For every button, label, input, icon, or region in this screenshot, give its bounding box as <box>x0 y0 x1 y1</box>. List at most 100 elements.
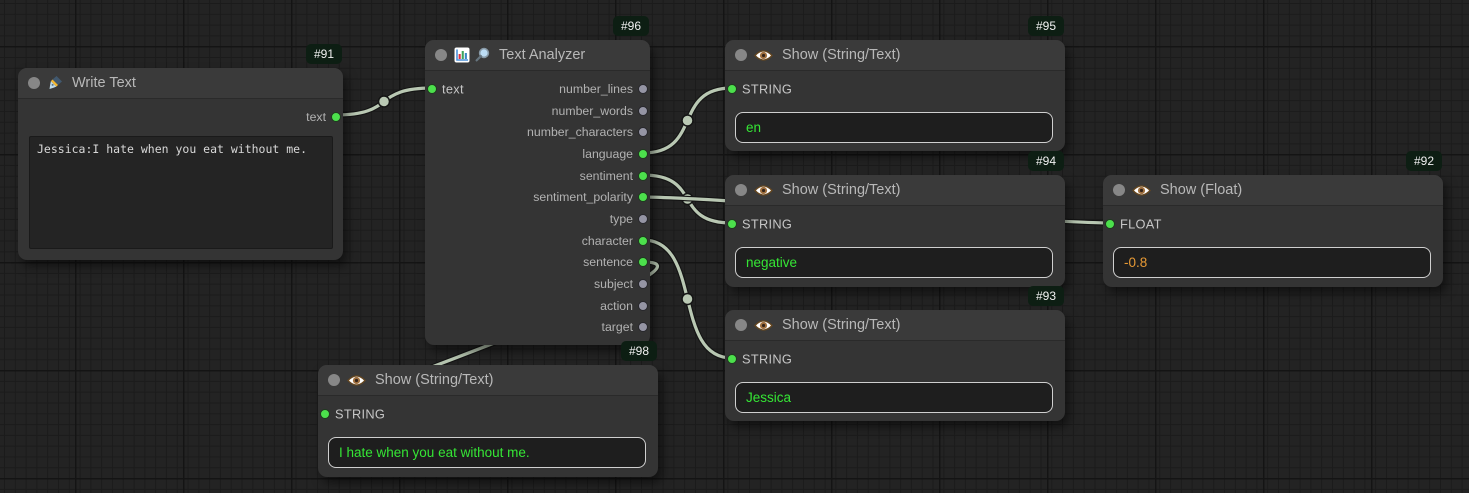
chart-icon <box>454 47 470 63</box>
input-port[interactable] <box>727 353 737 364</box>
value-display: I hate when you eat without me. <box>328 436 646 468</box>
pen-icon <box>47 75 63 91</box>
collapse-dot-icon[interactable] <box>328 374 340 386</box>
output-label: sentence <box>583 255 633 270</box>
port-row: character <box>425 230 650 252</box>
output-label: character <box>581 233 633 248</box>
output-port[interactable] <box>638 235 648 246</box>
node-rows: text <box>18 99 343 128</box>
node-header[interactable]: Show (String/Text) <box>725 40 1065 71</box>
output-label: number_lines <box>559 81 633 96</box>
port-row: text <box>18 106 343 128</box>
output-port[interactable] <box>638 127 648 138</box>
input-port[interactable] <box>1105 218 1115 229</box>
output-label: language <box>582 146 633 161</box>
output-label: type <box>609 211 633 226</box>
output-port[interactable] <box>638 105 648 116</box>
input-port[interactable] <box>727 83 737 94</box>
node-rows: STRING <box>725 206 1065 235</box>
port-row: sentiment_polarity <box>425 186 650 208</box>
collapse-dot-icon[interactable] <box>735 319 747 331</box>
output-port[interactable] <box>638 300 648 311</box>
text-input[interactable]: Jessica:I hate when you eat without me. <box>29 135 333 249</box>
node-id-badge: #98 <box>620 341 657 361</box>
port-row: type <box>425 208 650 230</box>
magnifier-icon <box>475 47 490 63</box>
value-display: Jessica <box>735 381 1053 413</box>
output-label: sentiment <box>579 168 633 183</box>
node-id-badge: #92 <box>1405 151 1442 171</box>
port-row: target <box>425 317 650 339</box>
value-text: I hate when you eat without me. <box>339 444 530 460</box>
output-label: text <box>306 109 326 124</box>
node-header[interactable]: Show (Float) <box>1103 175 1443 206</box>
node-rows: STRING <box>725 341 1065 370</box>
value-display: en <box>735 111 1053 143</box>
wire-midpoint-dot <box>377 95 391 108</box>
node-header[interactable]: Write Text <box>18 68 343 99</box>
node-rows: text number_lines number_words number_chara… <box>425 71 650 338</box>
port-row: sentiment <box>425 165 650 187</box>
output-port[interactable] <box>331 111 341 122</box>
output-label: action <box>600 298 633 313</box>
output-port[interactable] <box>638 170 648 181</box>
output-port[interactable] <box>638 213 648 224</box>
output-port[interactable] <box>638 257 648 268</box>
port-row: FLOAT <box>1103 213 1443 235</box>
node-title: Show (String/Text) <box>782 182 901 198</box>
node-title: Show (Float) <box>1160 182 1243 198</box>
eye-icon <box>754 184 773 197</box>
value-text: negative <box>746 254 798 270</box>
collapse-dot-icon[interactable] <box>735 184 747 196</box>
output-port[interactable] <box>638 83 648 94</box>
node-title: Show (String/Text) <box>782 47 901 63</box>
port-row: number_words <box>425 100 650 122</box>
output-port[interactable] <box>638 322 648 333</box>
input-label: text <box>442 81 464 97</box>
node-header[interactable]: Text Analyzer <box>425 40 650 71</box>
node-header[interactable]: Show (String/Text) <box>725 310 1065 341</box>
node-header[interactable]: Show (String/Text) <box>318 365 658 396</box>
wire-midpoint-dot <box>681 114 694 127</box>
node-header[interactable]: Show (String/Text) <box>725 175 1065 206</box>
eye-icon <box>347 374 366 387</box>
node-title: Show (String/Text) <box>375 372 494 388</box>
port-row: sentence <box>425 252 650 274</box>
collapse-dot-icon[interactable] <box>735 49 747 61</box>
collapse-dot-icon[interactable] <box>435 49 447 61</box>
input-label: STRING <box>742 351 793 367</box>
input-port[interactable] <box>320 408 330 419</box>
value-display: negative <box>735 246 1053 278</box>
value-text: Jessica <box>746 389 792 405</box>
output-port[interactable] <box>638 192 648 203</box>
port-row: subject <box>425 273 650 295</box>
value-display: -0.8 <box>1113 246 1431 278</box>
input-label: STRING <box>335 406 386 422</box>
node-id-badge: #91 <box>305 44 342 64</box>
output-port[interactable] <box>638 148 648 159</box>
port-row: STRING <box>725 78 1065 100</box>
output-label: target <box>601 320 633 335</box>
node-rows: STRING <box>725 71 1065 100</box>
input-port[interactable] <box>727 218 737 229</box>
output-label: number_characters <box>527 125 633 140</box>
collapse-dot-icon[interactable] <box>28 77 40 89</box>
output-port[interactable] <box>638 279 648 290</box>
port-row: text number_lines <box>425 78 650 100</box>
input-port[interactable] <box>427 83 437 94</box>
output-label: subject <box>594 277 633 292</box>
eye-icon <box>754 319 773 332</box>
node-title: Show (String/Text) <box>782 317 901 333</box>
port-row: STRING <box>725 348 1065 370</box>
node-id-badge: #95 <box>1027 16 1064 36</box>
node-id-badge: #96 <box>612 16 649 36</box>
collapse-dot-icon[interactable] <box>1113 184 1125 196</box>
